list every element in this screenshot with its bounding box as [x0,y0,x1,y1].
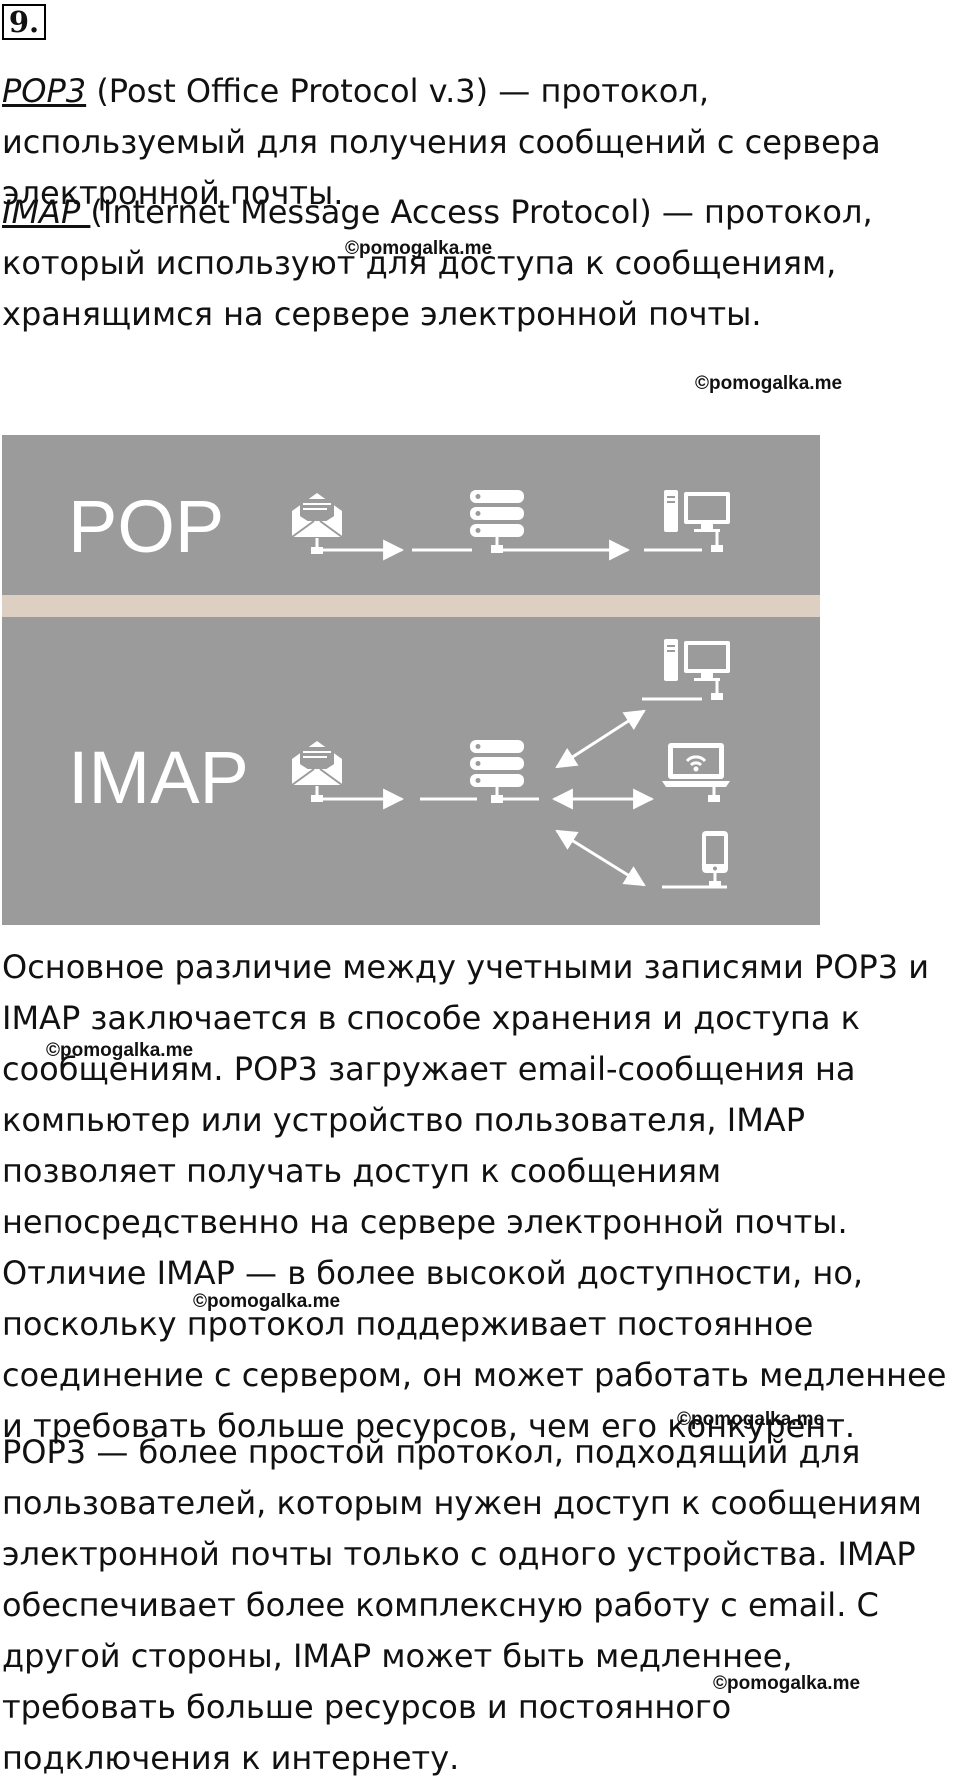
imap-label: IMAP [68,736,249,819]
envelope-icon [291,740,343,802]
laptop-wifi-icon [660,741,732,802]
desktop-icon [664,639,730,700]
watermark: ©pomogalka.me [677,1409,825,1430]
pop-label: POP [68,485,224,568]
watermark: ©pomogalka.me [713,1673,861,1694]
watermark: ©pomogalka.me [46,1040,194,1061]
pop3-definition: POP3 (Post Office Protocol v.3) — проток… [2,66,957,219]
watermark: ©pomogalka.me [695,373,843,394]
body-paragraph-1: Основное различие между учетными записям… [2,948,947,1445]
pop-imap-diagram: POP IMAP [2,435,820,925]
separator-band [2,595,820,617]
envelope-icon [291,492,343,554]
pop-panel [2,435,820,595]
watermark: ©pomogalka.me [345,238,493,259]
imap-definition-text: (Internet Message Access Protocol) — про… [2,193,873,333]
bidirectional-arrow [555,709,646,769]
pop3-term: POP3 [2,72,87,110]
phone-icon [702,831,728,888]
bidirectional-arrow [555,829,646,887]
imap-term: IMAP [2,193,91,231]
body-paragraph-2: POP3 — более простой протокол, подходящи… [2,1433,922,1777]
server-icon [470,740,524,803]
task-number: 9. [2,4,46,40]
pop3-definition-text: (Post Office Protocol v.3) — протокол, и… [2,72,881,212]
watermark: ©pomogalka.me [193,1291,341,1312]
server-icon [470,490,524,553]
imap-definition: IMAP (Internet Message Access Protocol) … [2,187,957,340]
desktop-icon [664,490,730,552]
